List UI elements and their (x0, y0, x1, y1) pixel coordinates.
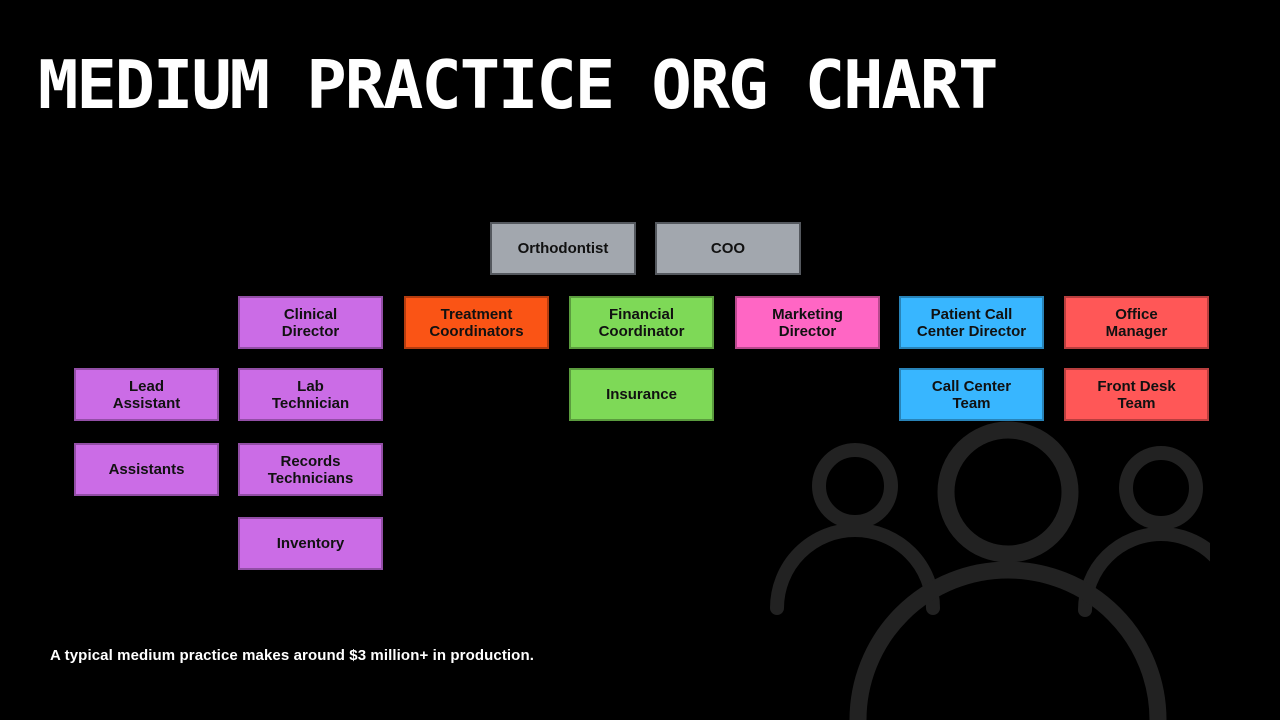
org-box-coo: COO (655, 222, 801, 275)
org-box-label-line: Orthodontist (517, 240, 609, 257)
org-box-label-line: Director (778, 322, 837, 340)
org-box-assistants: Assistants (74, 443, 219, 496)
org-box-insurance: Insurance (569, 368, 714, 421)
org-box-label-line: Director (281, 322, 340, 340)
org-box-label-line: Center Director (916, 322, 1027, 340)
org-box-label-line: Technician (271, 394, 350, 412)
org-box-label-line: Manager (1105, 322, 1168, 340)
org-box-label-line: Inventory (276, 535, 345, 552)
org-box-label-line: Coordinators (429, 322, 524, 340)
org-box-label-line: Treatment (440, 305, 513, 323)
org-box-label-line: COO (710, 240, 746, 257)
org-box-label-line: Lead (128, 377, 164, 395)
org-box-label-line: Office (1115, 305, 1158, 323)
org-box-label-line: Technicians (267, 469, 354, 487)
org-box-label-line: Front Desk (1097, 377, 1176, 395)
org-box-label-line: Assistant (112, 394, 181, 412)
org-box-label-line: Marketing (772, 305, 843, 323)
page-title: MEDIUM PRACTICE ORG CHART (38, 46, 998, 124)
org-box-label-line: Team (952, 394, 991, 412)
org-box-label-line: Records (280, 452, 341, 470)
org-box-label-line: Clinical (283, 305, 338, 323)
org-box-orthodontist: Orthodontist (490, 222, 636, 275)
people-group-icon (770, 420, 1210, 720)
org-box-label-line: Financial (608, 305, 675, 323)
org-box-inventory: Inventory (238, 517, 383, 570)
org-box-label-line: Call Center (931, 377, 1012, 395)
org-box-label-line: Coordinator (598, 322, 685, 340)
org-box-label-line: Lab (297, 377, 324, 395)
org-box-label-line: Assistants (108, 461, 185, 478)
org-box-label-line: Insurance (606, 386, 677, 403)
org-box-label-line: Team (1117, 394, 1156, 412)
org-box-label-line: Patient Call (930, 305, 1013, 323)
footer-note: A typical medium practice makes around $… (50, 647, 534, 664)
